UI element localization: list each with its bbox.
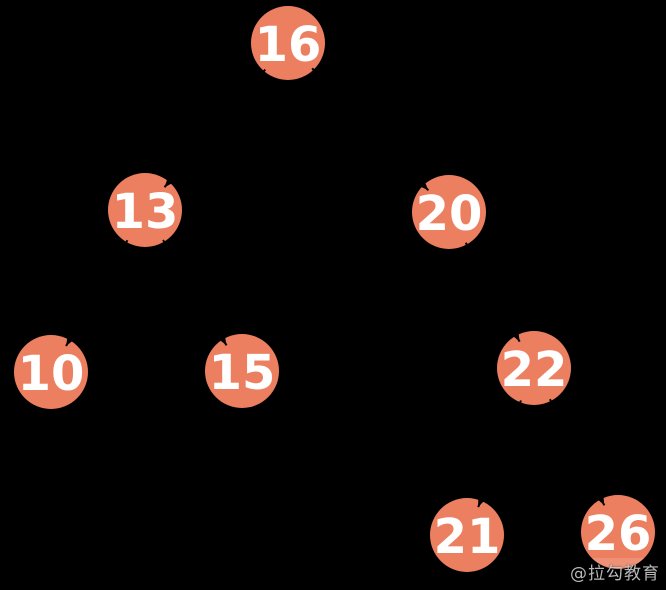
tree-node-value: 16 bbox=[255, 17, 322, 73]
tree-nodes: 16 13 20 10 15 22 21 26 bbox=[14, 6, 655, 572]
tree-edge-16-13 bbox=[163, 68, 266, 188]
tree-edge-22-26 bbox=[549, 398, 606, 506]
tree-node-26 bbox=[581, 495, 655, 569]
tree-edge-22-21 bbox=[477, 400, 522, 508]
tree-node-13 bbox=[108, 173, 182, 247]
tree-edges bbox=[65, 67, 606, 508]
tree-node-value: 22 bbox=[501, 342, 568, 398]
tree-node-21 bbox=[430, 498, 504, 572]
tree-node-value: 21 bbox=[434, 509, 501, 565]
tree-node-22 bbox=[497, 331, 571, 405]
tree-edge-13-15 bbox=[162, 239, 228, 346]
tree-node-10 bbox=[14, 335, 88, 409]
tree-edge-16-20 bbox=[311, 67, 430, 191]
tree-node-20 bbox=[412, 175, 486, 249]
tree-node-15 bbox=[205, 334, 279, 408]
tree-edge-20-22 bbox=[464, 242, 521, 343]
tree-node-value: 15 bbox=[209, 345, 276, 401]
watermark-band bbox=[581, 558, 655, 569]
tree-node-value: 20 bbox=[416, 186, 483, 242]
tree-node-value: 13 bbox=[112, 184, 179, 240]
tree-edge-13-10 bbox=[65, 239, 129, 347]
tree-node-value: 10 bbox=[18, 346, 85, 402]
tree-node-16 bbox=[251, 6, 325, 80]
tree-node-value: 26 bbox=[585, 506, 652, 562]
